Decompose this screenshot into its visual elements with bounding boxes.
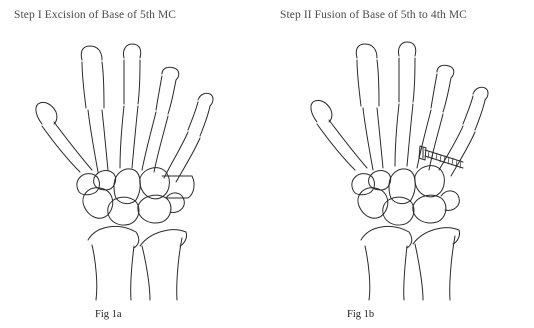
ring-distal-phalanx [162,67,179,80]
index-proximal-phalanx [357,60,379,106]
carpal-trapezoid [369,171,391,190]
middle-metacarpal [120,106,138,168]
thumb-metacarpal [317,120,367,170]
distal-ulna [140,230,187,246]
distal-radius [88,226,139,248]
index-distal-phalanx [81,46,102,60]
carpal-hamate [415,166,445,197]
fusion-screw-icon [419,146,463,168]
middle-distal-phalanx [398,42,415,56]
ring-metacarpal [142,112,168,172]
ulna-bone [415,236,455,300]
carpal-trapezium [77,174,100,195]
figure-caption: Fig 1b [347,309,374,320]
hand-skeleton-illustration [0,0,267,328]
little-proximal-phalanx [463,96,485,130]
hand-skeleton-illustration [267,0,534,328]
carpal-trapezium [352,174,375,195]
thumb-metacarpal [42,122,92,172]
thumb-proximal-phalanx [36,102,57,124]
carpal-triquetrum [413,195,446,223]
middle-proximal-phalanx [399,58,415,102]
index-proximal-phalanx [82,62,104,108]
little-metacarpal [439,126,475,176]
carpal-trapezoid [94,171,116,190]
figure-panel-1a: Step I Excision of Base of 5th MC [0,0,267,328]
index-metacarpal [363,108,383,170]
little-metacarpal [164,132,200,182]
radius-bone [92,245,134,300]
ring-proximal-phalanx [156,76,176,114]
carpal-hamate [140,168,170,199]
middle-proximal-phalanx [124,60,140,104]
radius-bone [365,246,407,300]
middle-distal-phalanx [123,44,140,58]
figure-panel-1b: Step II Fusion of Base of 5th to 4th MC [267,0,534,328]
thumb-proximal-phalanx [311,100,332,122]
middle-metacarpal [395,104,413,166]
little-proximal-phalanx [188,102,210,136]
distal-ulna [413,228,460,244]
ring-metacarpal [417,110,443,170]
ulna-bone [142,238,182,300]
ring-distal-phalanx [437,65,454,78]
carpal-pisiform [166,193,184,212]
little-distal-phalanx [473,87,488,100]
distal-radius [361,226,412,248]
figure-caption: Fig 1a [95,309,122,320]
ring-proximal-phalanx [431,74,451,112]
little-distal-phalanx [198,93,213,106]
index-distal-phalanx [356,44,377,58]
index-metacarpal [88,110,108,172]
